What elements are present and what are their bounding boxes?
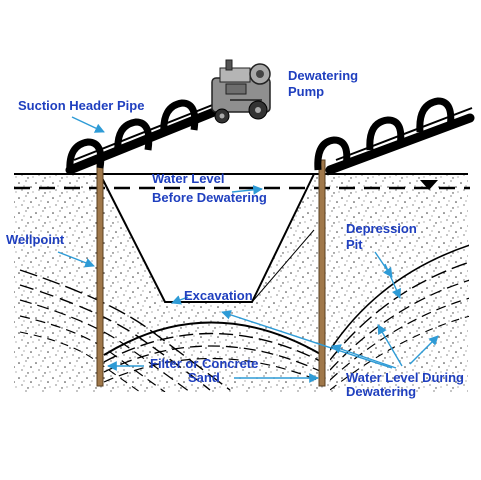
arrow-water-during-4	[409, 335, 439, 365]
label-water-level-during-line2: Dewatering	[346, 384, 416, 399]
label-water-level-before-line1: Water Level	[152, 171, 225, 186]
label-water-level-during-line1: Water Level During	[346, 370, 464, 385]
arrow-water-level-before	[231, 185, 263, 195]
dewatering-pump-icon	[211, 59, 271, 124]
suction-header-pipe-left	[65, 99, 237, 175]
label-wellpoint: Wellpoint	[6, 232, 65, 247]
label-filter-line1: Filter or Concrete	[150, 356, 258, 371]
label-water-level-before-line2: Before Dewatering	[152, 190, 267, 205]
callout-arrows	[57, 116, 439, 383]
suction-header-pipe-right	[314, 97, 475, 175]
arrow-depression-pit-2	[384, 263, 401, 299]
label-filter-line2: Sand	[188, 370, 220, 385]
wellpoint-pipe-right	[318, 159, 326, 387]
arrow-water-during-1	[221, 310, 393, 369]
drawdown-curves	[19, 244, 469, 392]
arrow-wellpoint	[57, 251, 95, 268]
arrow-suction-header	[71, 116, 105, 133]
label-excavation: Excavation	[184, 288, 253, 303]
wellpoint-pipe-left	[96, 159, 104, 387]
label-depression-pit-line2: Pit	[346, 237, 363, 252]
label-dewatering-pump-line1: Dewatering	[288, 68, 358, 83]
arrow-water-during-3	[377, 324, 403, 367]
label-dewatering-pump-line2: Pump	[288, 84, 324, 99]
label-depression-pit-line1: Depression	[346, 221, 417, 236]
label-suction-header-pipe: Suction Header Pipe	[18, 98, 144, 113]
water-table-triangle-icon	[420, 180, 438, 190]
arrow-water-during-2	[331, 344, 397, 369]
arrow-excavation	[171, 295, 189, 305]
